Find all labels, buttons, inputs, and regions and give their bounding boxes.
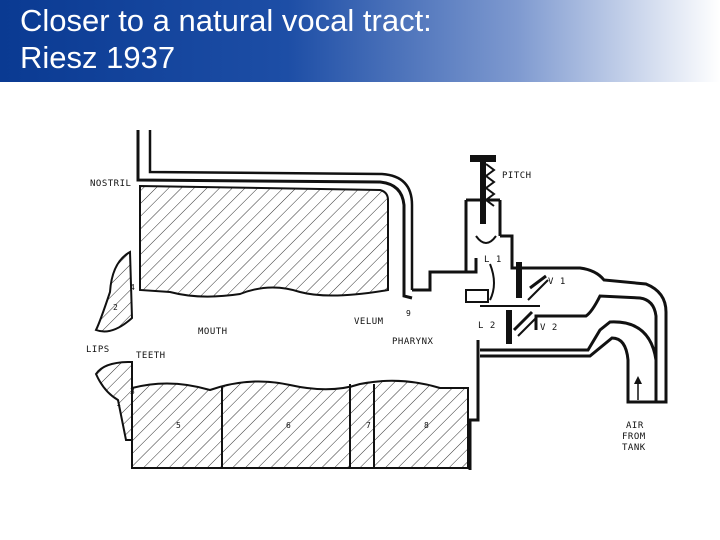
number-1: 1 [116,399,121,408]
tongue-block [131,379,469,469]
valve-v1 [516,262,522,298]
number-8: 8 [424,421,429,430]
slide-title: Closer to a natural vocal tract: Riesz 1… [20,2,432,76]
label-l1: L 1 [484,255,502,265]
label-air: AIR [626,421,644,431]
number-2: 2 [113,303,118,312]
upper-lip [94,250,134,333]
label-teeth: TEETH [136,351,166,361]
label-l2: L 2 [478,321,496,331]
larynx-chamber [500,234,668,404]
label-tank: TANK [622,443,646,453]
label-v1: V 1 [548,277,566,287]
number-9: 9 [406,309,411,318]
nostril-tube [136,130,413,300]
valve-v2 [506,310,512,344]
pharynx-wall [412,258,478,292]
label-velum: VELUM [354,317,384,327]
number-4: 4 [130,283,135,292]
lower-lip [94,361,133,441]
label-lips: LIPS [86,345,110,355]
number-3: 3 [130,387,135,396]
label-mouth: MOUTH [198,327,228,337]
number-7: 7 [366,421,371,430]
label-pitch: PITCH [502,171,532,181]
title-line-2: Riesz 1937 [20,40,176,75]
label-v2: V 2 [540,323,558,333]
title-line-1: Closer to a natural vocal tract: [20,3,432,38]
vocal-tract-diagram: NOSTRIL PITCH L 1 V 1 L 2 V 2 VELUM MOUT… [86,130,668,470]
label-pharynx: PHARYNX [392,337,434,347]
number-5: 5 [176,421,181,430]
title-bar: Closer to a natural vocal tract: Riesz 1… [0,0,720,82]
pitch-knob [470,155,496,162]
number-6: 6 [286,421,291,430]
label-nostril: NOSTRIL [90,179,131,189]
nasal-cavity [139,184,389,298]
label-from: FROM [622,432,646,442]
